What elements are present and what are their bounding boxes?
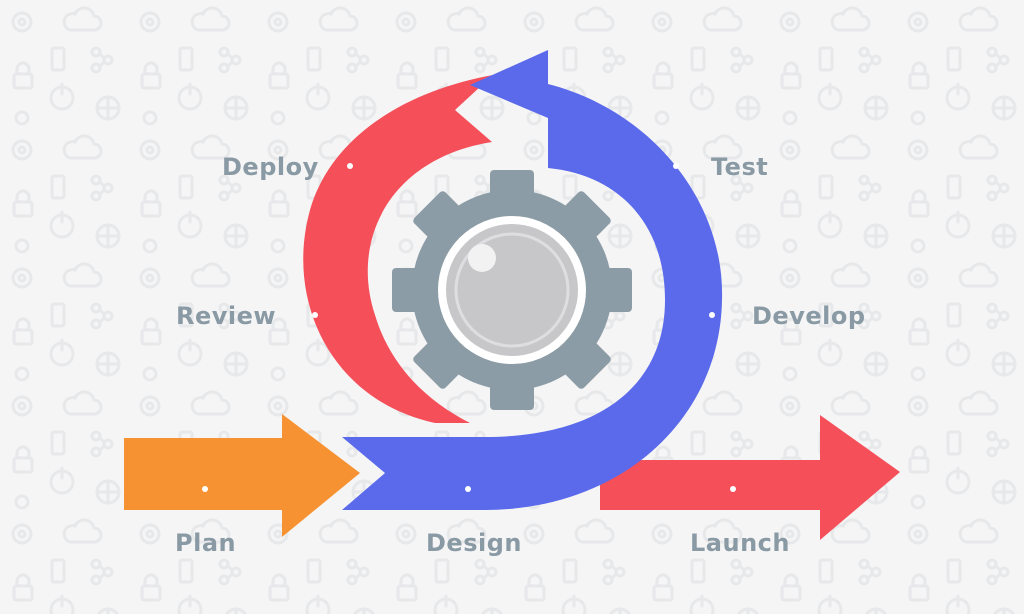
gear-icon bbox=[392, 170, 632, 410]
design-develop-arrow bbox=[342, 50, 723, 510]
stage-label-test: Test bbox=[711, 153, 769, 181]
launch-dot bbox=[730, 486, 736, 492]
stage-label-launch: Launch bbox=[690, 529, 790, 557]
launch-arrow bbox=[600, 415, 900, 540]
develop-dot bbox=[709, 312, 715, 318]
stage-label-deploy: Deploy bbox=[222, 153, 319, 181]
stage-label-design: Design bbox=[426, 529, 522, 557]
plan-dot bbox=[202, 486, 208, 492]
deploy-dot bbox=[347, 163, 353, 169]
stage-label-review: Review bbox=[176, 302, 277, 330]
stage-label-develop: Develop bbox=[752, 302, 866, 330]
review-dot bbox=[312, 312, 318, 318]
review-deploy-arrow bbox=[303, 75, 493, 423]
connector-dots bbox=[202, 163, 736, 492]
lens-icon bbox=[446, 224, 578, 356]
design-dot bbox=[465, 486, 471, 492]
plan-arrow bbox=[124, 414, 360, 537]
test-dot bbox=[673, 163, 679, 169]
stage-label-plan: Plan bbox=[175, 529, 237, 557]
